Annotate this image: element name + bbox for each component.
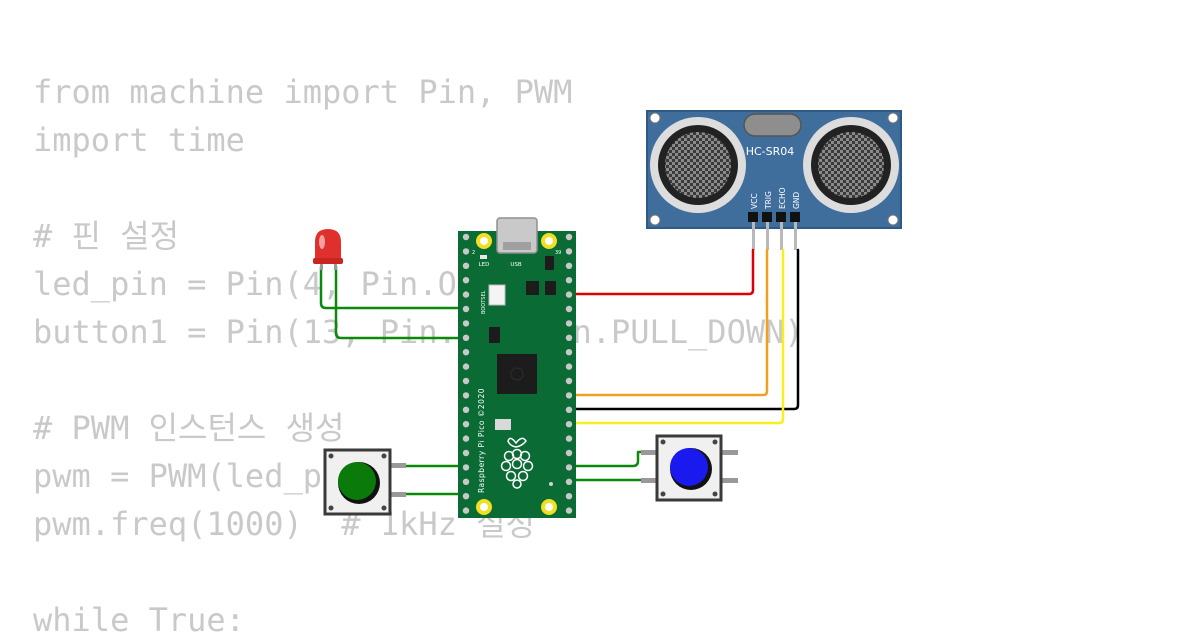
header-pin [462, 320, 470, 327]
transducer-left [650, 117, 746, 213]
header-pin [565, 305, 573, 313]
header-pin [462, 392, 470, 399]
wire-trig-orange[interactable] [564, 248, 769, 397]
silk-usb: USB [510, 262, 522, 268]
bootsel-button[interactable] [488, 284, 506, 306]
header-pin [565, 421, 573, 428]
header-pin [462, 305, 470, 313]
wire-led-cathode-green[interactable] [334, 265, 468, 340]
red-led[interactable] [313, 229, 343, 270]
rp2040-chip [497, 354, 537, 394]
header-pin [462, 478, 470, 485]
sensor-header-pins [748, 212, 800, 250]
header-pin [565, 493, 573, 500]
silk-pin-39: 39 [555, 250, 561, 256]
pico-pins-right [565, 233, 573, 514]
code-line: # 핀 설정 [33, 217, 180, 255]
raspberry-pi-logo [500, 437, 534, 489]
header-pin [462, 233, 470, 241]
header-pin [565, 435, 573, 442]
sensor-pin-label-vcc: VCC [750, 193, 759, 209]
silk-led: LED [479, 262, 490, 268]
header-pin [462, 262, 470, 269]
header-pin [462, 377, 470, 385]
header-pin [462, 291, 470, 298]
header-pin [462, 406, 470, 413]
header-pin [462, 349, 470, 356]
crystal-oscillator [743, 113, 802, 137]
header-pin [565, 262, 573, 269]
mounting-holes [476, 233, 557, 515]
silk-pin-1: 2 [472, 250, 475, 256]
wire-echo-yellow[interactable] [564, 248, 785, 425]
blue-push-button[interactable] [641, 434, 738, 502]
header-pin [565, 363, 573, 370]
wire-led-anode-green[interactable] [319, 265, 468, 310]
header-pin [462, 421, 470, 428]
circuit-diagram: HC-SR04 VCC TRIG ECHO GND [313, 110, 902, 518]
header-pin [565, 349, 573, 356]
header-pin [565, 377, 573, 385]
sensor-model-label: HC-SR04 [746, 145, 795, 158]
header-pin [565, 277, 573, 284]
header-pin [565, 464, 573, 471]
code-line: import time [33, 121, 245, 159]
header-pin [565, 334, 573, 341]
wire-left-button-bottom[interactable] [403, 478, 468, 496]
header-pin [462, 277, 470, 284]
header-pin [462, 435, 470, 442]
header-pin [565, 478, 573, 485]
transducer-right [803, 117, 899, 213]
pico-pins-left [462, 233, 470, 514]
header-pin [565, 291, 573, 298]
sensor-pin-label-gnd: GND [792, 192, 801, 209]
header-pin [565, 392, 573, 399]
header-pin [565, 320, 573, 327]
header-pin [462, 363, 470, 370]
code-line: from machine import Pin, PWM [33, 73, 573, 111]
header-pin [565, 507, 573, 514]
silk-bootsel: BOOTSEL [481, 290, 487, 314]
code-line: # PWM 인스턴스 생성 [33, 409, 345, 447]
header-pin [462, 334, 470, 341]
green-push-button[interactable] [323, 448, 406, 516]
wire-right-button-top[interactable] [564, 450, 647, 468]
header-pin [565, 449, 573, 457]
header-pin [462, 464, 470, 471]
sensor-pin-label-echo: ECHO [778, 187, 787, 209]
wire-gnd-black[interactable] [564, 248, 800, 411]
ultrasonic-sensor[interactable]: HC-SR04 VCC TRIG ECHO GND [646, 110, 902, 250]
silk-board-name: Raspberry Pi Pico ©2020 [477, 388, 486, 493]
header-pin [565, 248, 573, 255]
header-pin [565, 406, 573, 413]
wire-vcc-red[interactable] [564, 248, 755, 296]
header-pin [462, 507, 470, 514]
code-line: pwm.freq(1000) # 1kHz 설정 [33, 505, 535, 543]
onboard-led [480, 255, 487, 259]
pico-board[interactable]: USB LED 2 39 BOOTSEL Raspberry Pi Pico ©… [458, 217, 576, 518]
sensor-pin-label-trig: TRIG [764, 191, 773, 210]
header-pin [462, 493, 470, 500]
header-pin [565, 233, 573, 241]
header-pin [462, 449, 470, 457]
header-pin [462, 248, 470, 255]
